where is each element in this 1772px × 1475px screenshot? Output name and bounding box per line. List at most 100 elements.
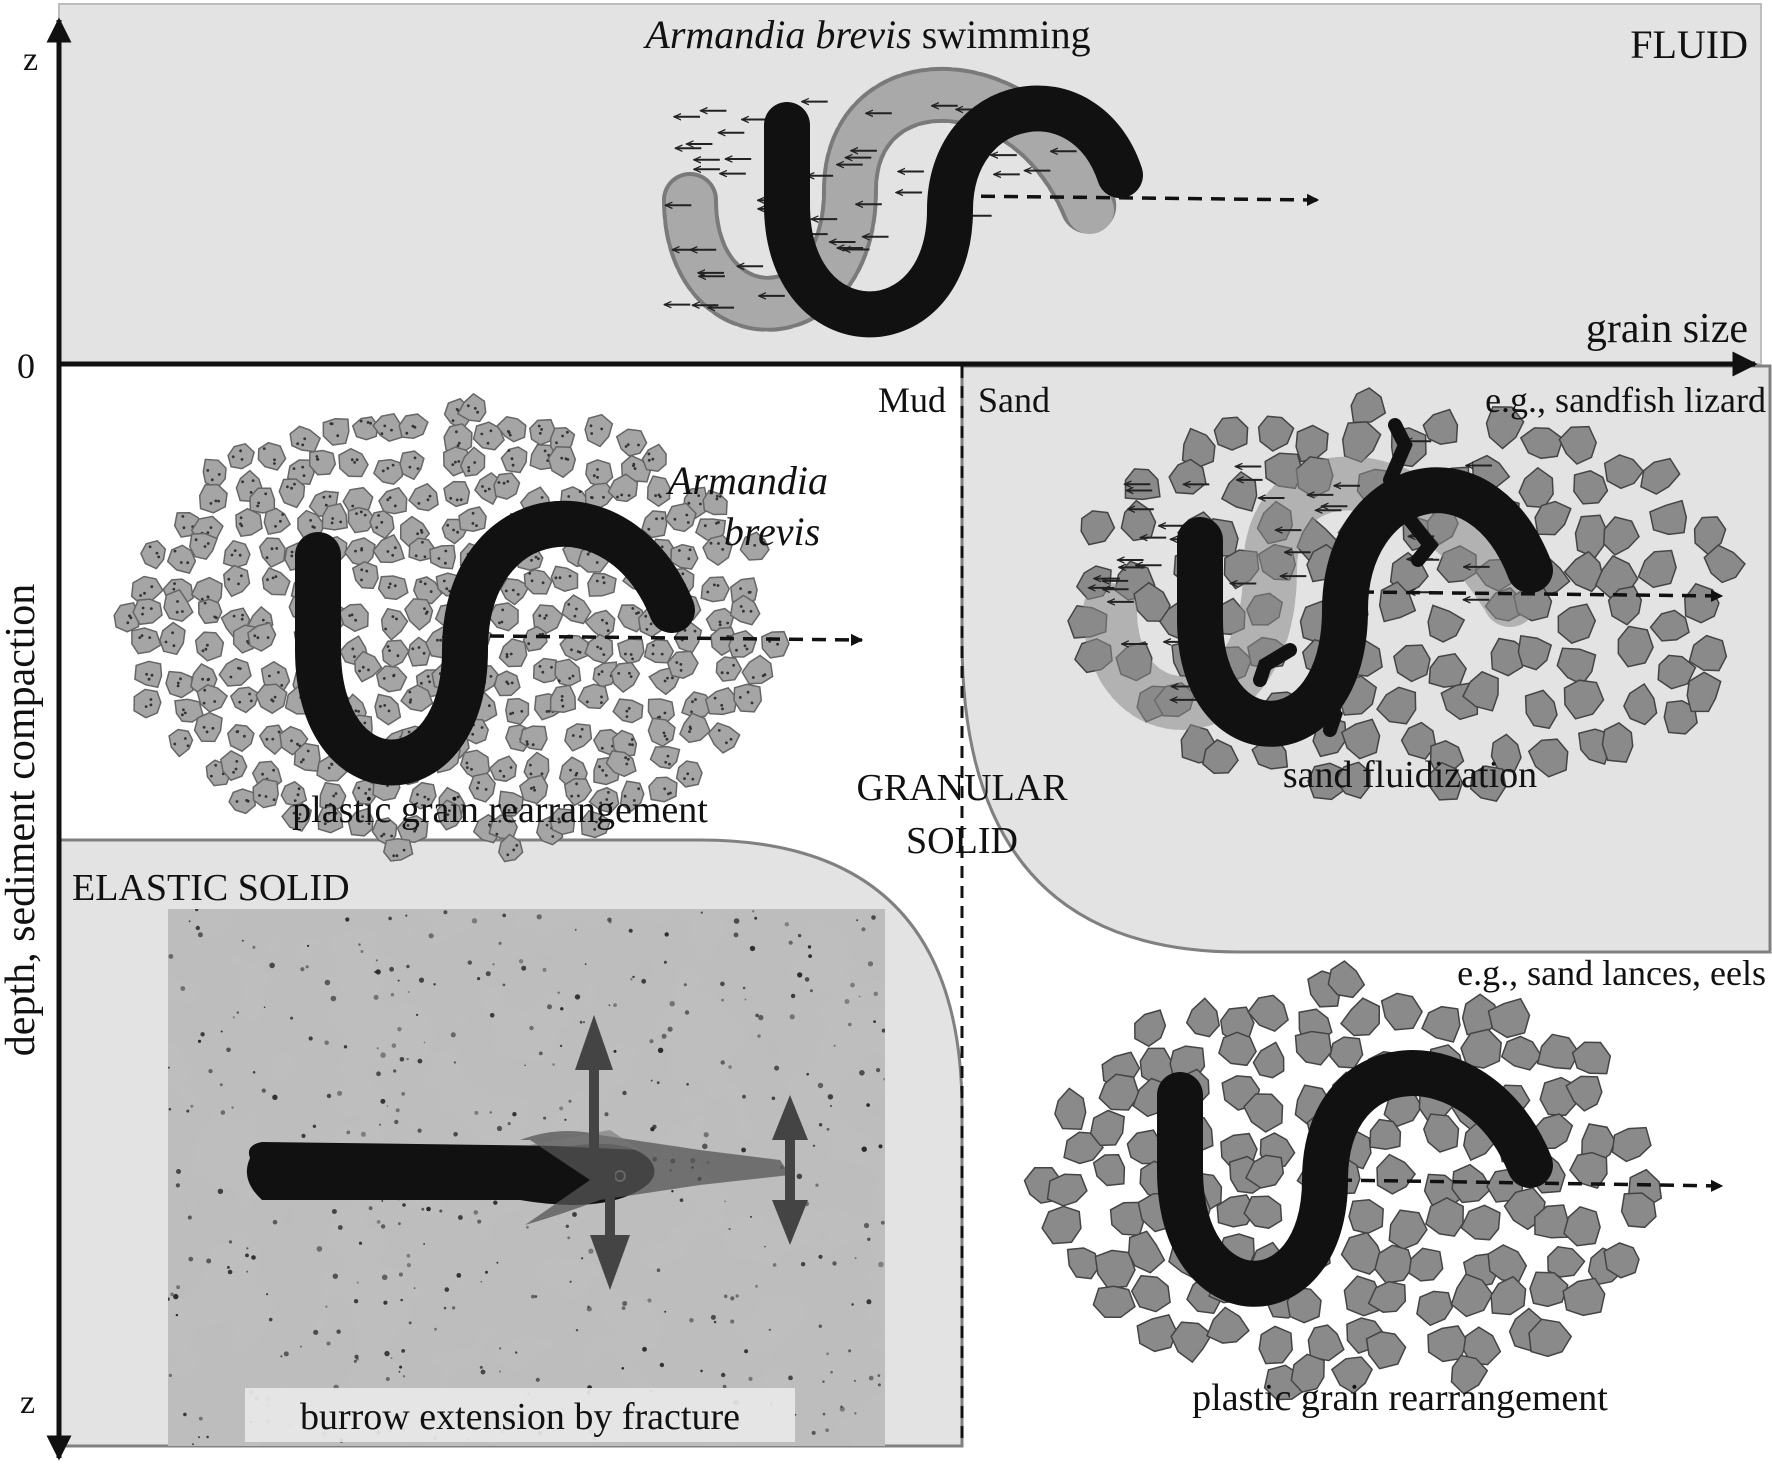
photo-speck [327, 1342, 331, 1346]
grain-speck [572, 675, 575, 678]
sand-grain-icon [1349, 1200, 1383, 1234]
grain-speck [183, 526, 186, 529]
grain-speck [575, 782, 578, 785]
photo-speck [560, 1007, 563, 1010]
grain-speck [686, 772, 689, 775]
photo-speck [879, 1144, 883, 1148]
photo-speck [358, 943, 360, 945]
grain-speck [232, 455, 235, 458]
grain-speck [300, 761, 303, 764]
photo-speck [403, 1375, 405, 1377]
photo-speck [689, 1318, 694, 1323]
grain-speck [600, 701, 603, 704]
grain-speck [383, 833, 386, 836]
grain-speck [540, 428, 543, 431]
grain-speck [307, 750, 310, 753]
grain-speck [421, 541, 424, 544]
sand-grain-icon [258, 443, 285, 470]
sand-grain-icon [501, 447, 526, 473]
grain-speck [325, 504, 328, 507]
grain-speck [752, 676, 755, 679]
grain-speck [233, 615, 236, 618]
grain-speck [267, 636, 270, 639]
photo-speck [529, 1026, 533, 1030]
sand-grain-icon [1377, 1155, 1415, 1194]
photo-speck [750, 946, 755, 951]
photo-speck [560, 1045, 562, 1047]
grain-speck [599, 647, 602, 650]
photo-speck [670, 1001, 675, 1006]
grain-speck [517, 593, 520, 596]
grain-speck [476, 411, 479, 414]
grain-speck [126, 621, 129, 624]
grain-speck [210, 775, 213, 778]
photo-speck [564, 1119, 566, 1121]
photo-speck [552, 1063, 555, 1066]
photo-speck [176, 1314, 178, 1316]
sand-grain-icon [323, 419, 349, 445]
granular-solid-label-line1: GRANULAR [856, 767, 1068, 809]
grain-speck [648, 453, 651, 456]
grain-speck [605, 622, 608, 625]
photo-speck [345, 917, 349, 921]
grain-speck [628, 743, 631, 746]
grain-speck [227, 578, 230, 581]
sand-grain-icon [160, 623, 185, 655]
grain-speck [186, 561, 189, 564]
grain-speck [679, 663, 682, 666]
photo-speck [744, 1349, 748, 1353]
photo-speck [391, 993, 394, 996]
grain-speck [362, 666, 365, 669]
photo-speck [198, 1436, 200, 1438]
photo-speck [419, 978, 424, 983]
grain-speck [550, 666, 553, 669]
photo-speck [671, 1190, 673, 1192]
grain-speck [776, 643, 779, 646]
grain-speck [424, 582, 427, 585]
photo-speck [227, 1266, 230, 1269]
photo-speck [570, 1281, 572, 1283]
sand-grain-icon [565, 724, 592, 751]
grain-speck [420, 682, 423, 685]
grain-speck [351, 648, 354, 651]
photo-speck [798, 934, 801, 937]
photo-speck [474, 1111, 478, 1115]
grain-speck [590, 424, 593, 427]
grain-speck [590, 496, 593, 499]
grain-speck [277, 671, 280, 674]
photo-speck [508, 1122, 511, 1125]
photo-speck [231, 1106, 233, 1108]
grain-speck [704, 524, 707, 527]
grain-speck [678, 549, 681, 552]
photo-speck [658, 1048, 663, 1053]
grain-speck [467, 466, 470, 469]
grain-speck [429, 495, 432, 498]
grain-speck [721, 708, 724, 711]
grain-speck [687, 557, 690, 560]
photo-speck [325, 1306, 327, 1308]
photo-speck [220, 1083, 223, 1086]
grain-speck [273, 458, 276, 461]
photo-speck [369, 1206, 373, 1210]
sand-grain-icon [1248, 995, 1288, 1031]
grain-speck [539, 432, 542, 435]
grain-speck [331, 517, 334, 520]
grain-speck [664, 735, 667, 738]
photo-speck [284, 1351, 289, 1356]
photo-speck [874, 992, 878, 996]
grain-speck [541, 671, 544, 674]
sand-grain-icon [133, 599, 162, 624]
grain-speck [387, 550, 390, 553]
photo-speck [828, 1094, 833, 1099]
grain-speck [339, 521, 342, 524]
grain-speck [354, 550, 357, 553]
grain-speck [206, 469, 209, 472]
sand-grain-icon [668, 651, 698, 678]
photo-speck [306, 965, 309, 968]
mud-caption: plastic grain rearrangement [292, 789, 708, 831]
grain-speck [739, 587, 742, 590]
grain-speck [240, 516, 243, 519]
photo-speck [246, 1247, 248, 1249]
sand-grain-icon [374, 460, 402, 485]
grain-speck [616, 496, 619, 499]
